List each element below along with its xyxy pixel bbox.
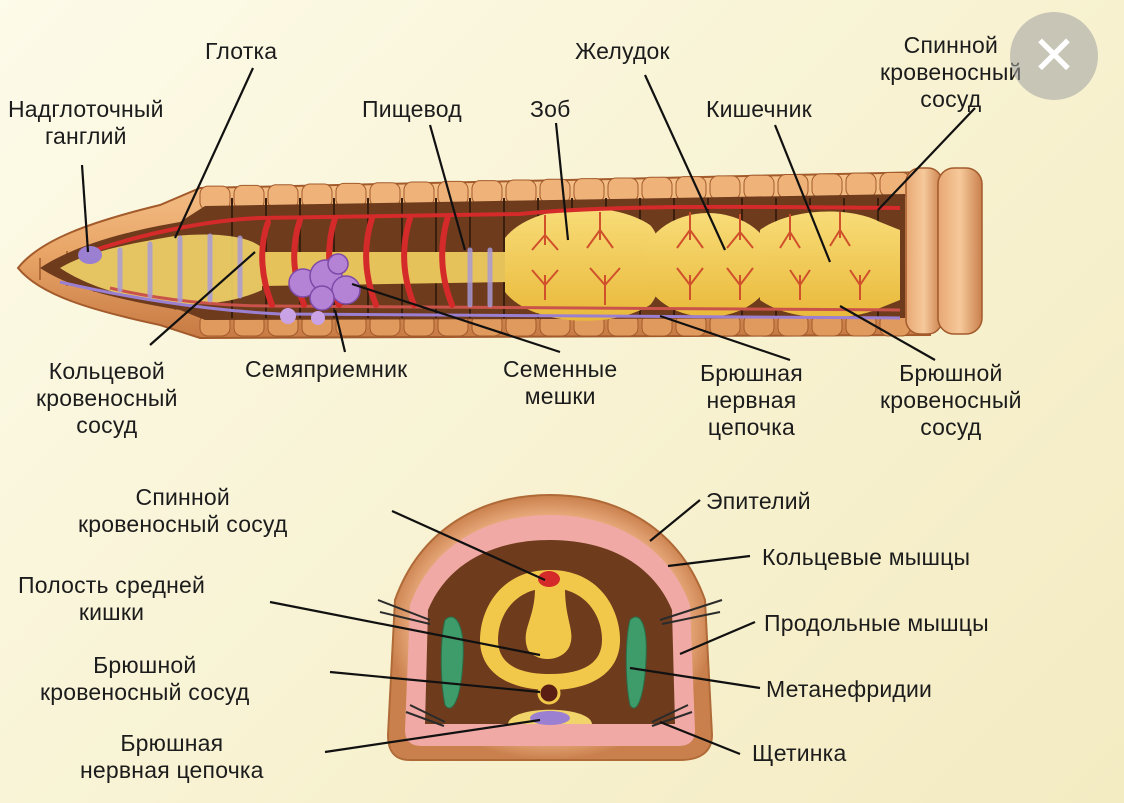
- label-circular-muscles: Кольцевые мышцы: [762, 544, 971, 570]
- worm-longitudinal-section: [16, 167, 983, 340]
- label-ventral-nerve-cord: Брюшная нервная цепочка: [700, 360, 803, 440]
- segment-ridge-top: [607, 177, 639, 203]
- typhlosole: [525, 588, 572, 660]
- label-cross-ventral-vessel: Брюшной кровеносный сосуд: [40, 652, 250, 705]
- label-metanephridia: Метанефридии: [766, 676, 933, 702]
- segment-ridge-top: [811, 173, 843, 199]
- cerebral-ganglion: [78, 246, 102, 264]
- label-seminal-vesicles: Семенные мешки: [503, 356, 618, 409]
- label-seta: Щетинка: [752, 740, 847, 766]
- label-ring-vessel: Кольцевой кровеносный сосуд: [36, 358, 178, 438]
- label-gizzard: Желудок: [575, 38, 670, 64]
- tail-segment: [937, 167, 983, 335]
- ventral-nerve-cord: [59, 280, 901, 320]
- close-icon[interactable]: ✕: [1031, 24, 1077, 87]
- worm-cross-section: [377, 493, 723, 761]
- label-dorsal-vessel: Спинной кровеносный сосуд: [880, 32, 1022, 112]
- intestine: [760, 211, 900, 318]
- label-esophagus: Пищевод: [362, 96, 462, 122]
- gizzard: [642, 213, 774, 317]
- label-pharynx: Глотка: [205, 38, 278, 64]
- setae: [377, 599, 723, 727]
- cross-ventral-vessel: [537, 681, 561, 705]
- leader-lines: [80, 67, 976, 756]
- seminal-receptacles: [280, 308, 325, 325]
- label-cerebral-ganglion: Надглоточный ганглий: [8, 96, 164, 149]
- metanephridium-right: [625, 616, 647, 709]
- cross-nerve-core: [530, 711, 570, 725]
- close-button[interactable]: ✕: [1010, 12, 1098, 100]
- segment-ridge-top: [539, 178, 571, 204]
- segment-ridge-top: [641, 176, 673, 202]
- label-cross-dorsal-vessel: Спинной кровеносный сосуд: [78, 484, 288, 537]
- segment-ridge-top: [743, 174, 775, 200]
- dorsal-vessel: [94, 204, 901, 252]
- segment-ridge-top: [573, 178, 605, 204]
- segment-ridge-top: [505, 179, 537, 205]
- label-crop: Зоб: [530, 96, 571, 122]
- gut-capillaries: [531, 212, 871, 305]
- label-ventral-vessel: Брюшной кровеносный сосуд: [880, 360, 1022, 440]
- pharyngeal-muscles: [117, 233, 493, 308]
- seminal-vesicles: [288, 253, 361, 311]
- label-epithelium: Эпителий: [706, 488, 811, 514]
- segment-ridge-top: [845, 172, 877, 198]
- label-intestine: Кишечник: [706, 96, 812, 122]
- segment-ridge-top: [709, 175, 741, 201]
- label-cross-nerve-cord: Брюшная нервная цепочка: [80, 730, 264, 783]
- label-longitudinal-muscles: Продольные мышцы: [764, 610, 989, 636]
- crop: [505, 208, 662, 321]
- label-seminal-receptacle: Семяприемник: [245, 356, 408, 382]
- cross-dorsal-vessel: [538, 571, 560, 587]
- label-midgut-cavity: Полость средней кишки: [18, 572, 206, 625]
- ventral-vessel: [109, 286, 901, 312]
- tail-segment: [905, 167, 943, 335]
